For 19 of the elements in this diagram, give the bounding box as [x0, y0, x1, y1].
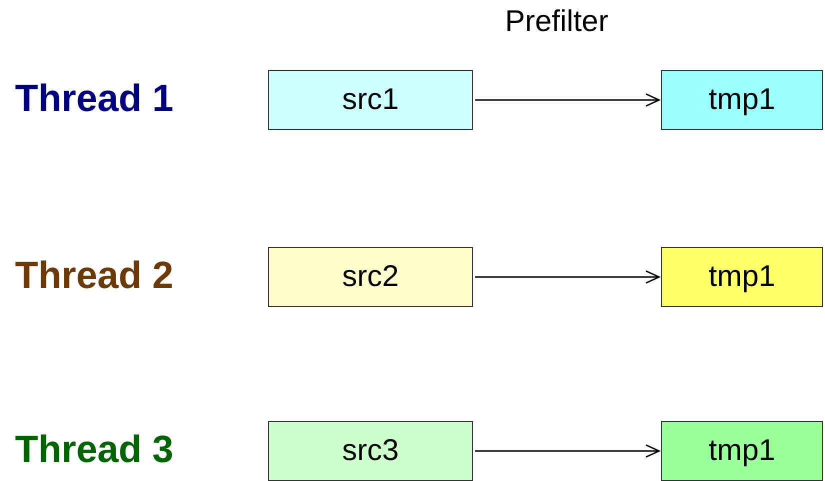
buffer-name: tmp1	[708, 434, 776, 468]
arrow	[475, 270, 660, 284]
thread-label: Thread 3	[15, 429, 174, 472]
buffer-name: src2	[342, 260, 399, 294]
buffer-name: tmp1	[708, 260, 776, 294]
buffer-box	[661, 421, 823, 481]
buffer-name: src1	[342, 83, 399, 117]
buffer-box	[268, 247, 473, 307]
thread-label: Thread 2	[15, 255, 174, 298]
buffer-box	[661, 247, 823, 307]
thread-label: Thread 1	[15, 78, 174, 121]
buffer-name: tmp1	[708, 83, 776, 117]
buffer-box	[661, 70, 823, 130]
buffer-box	[268, 421, 473, 481]
arrow	[475, 444, 660, 458]
arrow	[475, 93, 660, 107]
buffer-name: src3	[342, 434, 399, 468]
buffer-box	[268, 70, 473, 130]
stage-label: Prefilter	[505, 5, 608, 39]
